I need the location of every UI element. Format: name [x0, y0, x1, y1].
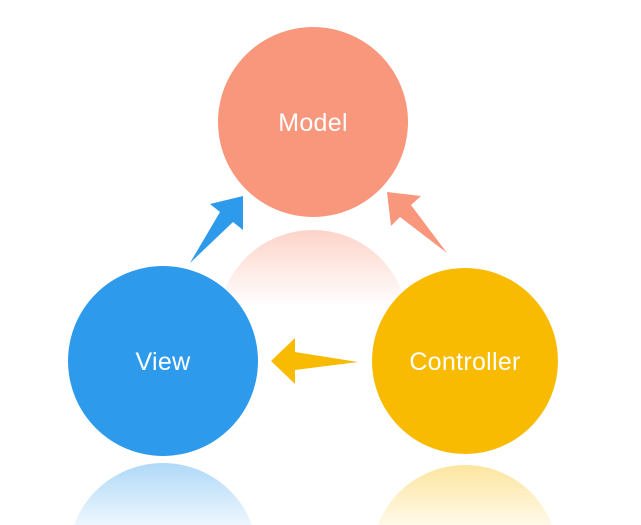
model-label: Model [278, 109, 348, 137]
controller-to-model-arrow [387, 192, 447, 253]
controller-circle [372, 268, 558, 454]
view-circle-reflection [73, 463, 253, 525]
controller-circle-reflection [378, 465, 552, 525]
view-circle [68, 266, 258, 456]
view-to-model-arrow [190, 196, 243, 263]
controller-to-view-arrow [271, 338, 358, 384]
model-circle [218, 27, 408, 217]
controller-label: Controller [409, 348, 520, 376]
model-circle-reflection [218, 230, 408, 420]
view-label: View [136, 348, 192, 376]
